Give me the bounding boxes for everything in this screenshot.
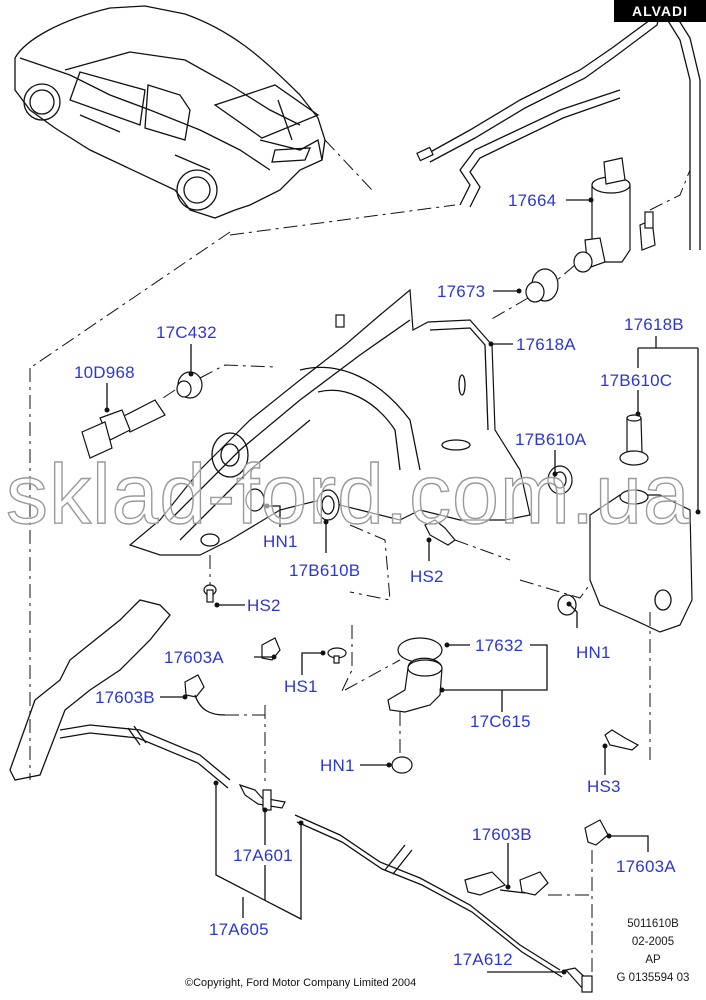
callout-17b610c[interactable]: 17B610C xyxy=(600,371,673,390)
washer-pump-drawing xyxy=(554,157,691,283)
callout-17618a[interactable]: 17618A xyxy=(516,335,576,354)
callout-17603a[interactable]: 17603A xyxy=(164,648,224,667)
callout-hn1[interactable]: HN1 xyxy=(263,532,298,551)
reservoir-b-drawing xyxy=(557,414,693,760)
filler-drawing xyxy=(327,625,640,774)
callout-17664[interactable]: 17664 xyxy=(508,191,557,210)
leader-lines xyxy=(104,197,701,975)
pump-grommet-drawing xyxy=(489,268,559,321)
upper-hoses xyxy=(29,0,701,780)
callout-17c432[interactable]: 17C432 xyxy=(156,323,217,342)
car-illustration xyxy=(14,5,326,219)
callout-17b610a[interactable]: 17B610A xyxy=(515,430,587,449)
lower-hoses-drawing xyxy=(9,599,609,993)
reference-code: 5011610B xyxy=(627,918,679,930)
copyright-notice: ©Copyright, Ford Motor Company Limited 2… xyxy=(185,977,417,989)
reservoir-drawing xyxy=(128,288,531,556)
sensor-drawing xyxy=(81,364,276,459)
callout-10d968[interactable]: 10D968 xyxy=(74,363,135,382)
callout-17c615[interactable]: 17C615 xyxy=(470,712,531,731)
callout-17603b-rear[interactable]: 17603B xyxy=(472,825,532,844)
callout-hs2-right[interactable]: HS2 xyxy=(410,567,444,586)
callout-hs2-left[interactable]: HS2 xyxy=(247,596,281,615)
callout-17a601[interactable]: 17A601 xyxy=(233,846,293,865)
callout-17603b[interactable]: 17603B xyxy=(95,688,155,707)
callout-hn1-lower[interactable]: HN1 xyxy=(320,756,355,775)
brand-logo: ALVADI xyxy=(614,0,706,22)
reference-market: AP xyxy=(645,954,661,966)
callout-17603a-rear[interactable]: 17603A xyxy=(616,857,676,876)
callout-hs3[interactable]: HS3 xyxy=(587,777,621,796)
callout-hs1[interactable]: HS1 xyxy=(284,677,318,696)
callout-17b610b[interactable]: 17B610B xyxy=(289,561,361,580)
reference-date: 02-2005 xyxy=(631,936,675,948)
callout-hn1-right[interactable]: HN1 xyxy=(576,643,611,662)
callout-17632[interactable]: 17632 xyxy=(475,636,524,655)
callout-17a605[interactable]: 17A605 xyxy=(209,920,269,939)
callout-17618b[interactable]: 17618B xyxy=(624,315,684,334)
illustration-number: G 0135594 03 xyxy=(616,972,690,984)
watermark: sklad-ford.com.ua xyxy=(5,447,691,541)
callout-17a612[interactable]: 17A612 xyxy=(453,950,513,969)
callout-17673[interactable]: 17673 xyxy=(437,282,486,301)
